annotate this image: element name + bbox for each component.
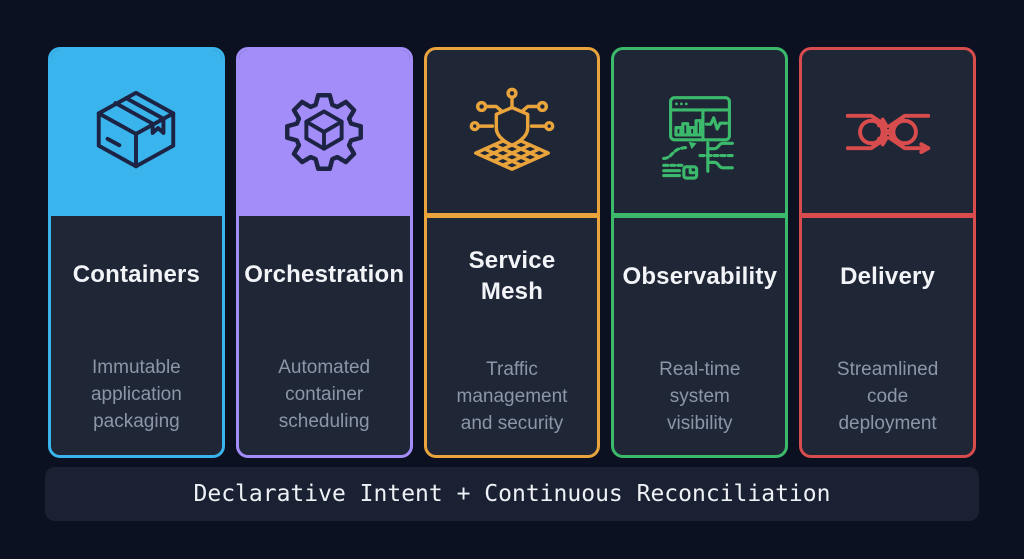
card-description: Immutable application packaging [90, 357, 182, 432]
card-body: Service Mesh Traffic management and secu… [427, 218, 598, 455]
card-title: Service Mesh [468, 247, 556, 305]
package-icon [87, 83, 185, 181]
card-orchestration: Orchestration Automated container schedu… [235, 47, 413, 458]
banner-text: Declarative Intent + Continuous Reconcil… [193, 481, 831, 507]
card-description: Real-time system visibility [659, 359, 741, 434]
card-title: Containers [72, 260, 201, 288]
gear-cube-icon [275, 83, 373, 181]
card-observability: Observability Real-time system visibilit… [611, 47, 789, 458]
card-description: Streamlined code deployment [836, 359, 939, 434]
card-row: Containers Immutable application packagi… [48, 47, 976, 458]
card-body: Delivery Streamlined code deployment [802, 218, 973, 455]
summary-banner: Declarative Intent + Continuous Reconcil… [45, 467, 979, 521]
card-service-mesh: Service Mesh Traffic management and secu… [423, 47, 601, 458]
card-header [426, 50, 598, 218]
card-body: Orchestration Automated container schedu… [239, 216, 410, 455]
card-title: Delivery [840, 262, 936, 290]
card-containers: Containers Immutable application packagi… [48, 47, 225, 458]
card-header [238, 50, 410, 216]
card-title: Orchestration [244, 260, 405, 288]
card-header [51, 50, 222, 216]
card-delivery: Delivery Streamlined code deployment [799, 47, 976, 458]
card-title: Observability [622, 262, 778, 290]
card-header [614, 50, 786, 218]
card-body: Containers Immutable application packagi… [51, 216, 222, 455]
card-description: Traffic management and security [456, 359, 568, 434]
card-body: Observability Real-time system visibilit… [614, 218, 785, 455]
dashboard-icon [651, 83, 749, 181]
card-description: Automated container scheduling [278, 357, 371, 432]
infinity-arrows-icon [839, 83, 937, 181]
mesh-shield-icon [463, 83, 561, 181]
card-header [802, 50, 973, 218]
